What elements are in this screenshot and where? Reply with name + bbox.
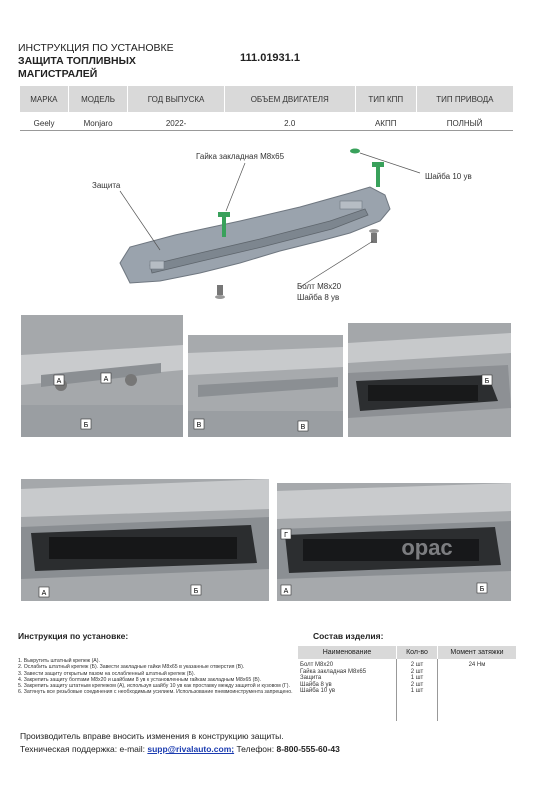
spec-header-drive: ТИП ПРИВОДА [416,86,513,112]
title-line-2: ЗАЩИТА ТОПЛИВНЫХ [18,55,136,67]
label-guard: Защита [92,181,121,190]
marker-g-1: Г [280,528,292,540]
part-name: Защита [300,675,322,682]
marker-a-3: A [38,586,50,598]
parts-body-row: Болт M8x20 Гайка закладная M8x65 Защита … [298,659,516,721]
parts-header-torque: Момент затяжки [437,646,516,659]
exploded-diagram [119,148,421,299]
article-number: 111.01931.1 [240,52,300,64]
parts-qty-cell: 2 шт 2 шт 1 шт 2 шт 1 шт [396,659,438,721]
part-qty: 1 шт [410,688,424,695]
part-name: Шайба 10 ув [300,688,336,695]
phone-label: Телефон: [236,744,275,754]
label-washer10: Шайба 10 ув [425,172,472,181]
marker-b-4: Б [476,582,488,594]
svg-text:A: A [284,588,289,595]
instruction-step: 1. Выкрутить штатный крепеж (А). [18,658,100,664]
marker-b-3: Б [190,584,202,596]
label-bolt: Болт M8x20 [297,282,342,291]
spec-header-engine: ОБЪЕМ ДВИГАТЕЛЯ [224,86,356,112]
instructions-list: 1. Выкрутить штатный крепеж (А). 2. Осла… [18,658,298,696]
spec-value-make: Geely [33,118,55,128]
part-name: Шайба 8 ув [300,681,332,688]
spec-value-row: Geely Monjaro 2022- 2.0 АКПП ПОЛНЫЙ [20,112,513,134]
spec-divider [20,130,513,131]
spec-header-model: МОДЕЛЬ [68,86,129,112]
instruction-step: 2. Ослабить штатный крепеж (Б). Завести … [18,664,245,671]
parts-names-cell: Болт M8x20 Гайка закладная M8x65 Защита … [298,659,397,721]
spec-header-make: МАРКА [20,86,69,112]
parts-table: Наименование Кол-во Момент затяжки Болт … [298,646,516,721]
watermark-text: opac [401,535,452,560]
part-name: Болт M8x20 [300,662,334,668]
marker-b-2: Б [481,374,493,386]
part-qty: 2 шт [410,668,424,675]
vehicle-spec-table: МАРКА МОДЕЛЬ ГОД ВЫПУСКА ОБЪЕМ ДВИГАТЕЛЯ… [20,86,513,134]
instruction-step: 5. Закрепить защиту штатным крепежом (А)… [18,683,290,690]
spec-header-row: МАРКА МОДЕЛЬ ГОД ВЫПУСКА ОБЪЕМ ДВИГАТЕЛЯ… [20,86,513,112]
part-name: Гайка закладная M8x65 [300,668,367,675]
marker-v-2: В [297,420,309,432]
parts-header-row: Наименование Кол-во Момент затяжки [298,646,516,659]
spec-header-gearbox: ТИП КПП [355,86,417,112]
spec-value-year: 2022- [165,118,187,128]
spec-header-year: ГОД ВЫПУСКА [127,86,225,112]
svg-text:Б: Б [194,588,199,595]
support-prefix: Техническая поддержка: e-mail: [20,744,146,754]
callout-lines [119,152,421,288]
parts-heading: Состав изделия: [313,631,384,641]
svg-text:Б: Б [84,422,89,429]
spec-value-gearbox: АКПП [374,118,397,128]
marker-a-1: A [53,374,65,386]
step-photo-2: В В [188,335,343,437]
marker-v-1: В [193,418,205,430]
title-line-3: МАГИСТРАЛЕЙ [18,68,98,80]
svg-text:A: A [57,378,62,385]
parts-torque-cell: 24 Нм [438,659,517,721]
footer-note: Производитель вправе вносить изменения в… [20,731,284,741]
svg-text:В: В [301,424,306,431]
instruction-step: 3. Завести защиту открытым пазом на осла… [18,670,196,677]
support-email-link[interactable]: supp@rivalauto.com; [147,744,235,754]
part-qty: 1 шт [410,675,424,682]
step-photo-4: A Б [21,479,269,601]
marker-a-2: A [100,372,112,384]
parts-header-qty: Кол-во [396,646,438,659]
spec-value-model: Monjaro [83,118,113,128]
part-torque: 24 Нм [468,662,486,668]
svg-text:Б: Б [485,378,490,385]
marker-a-4: A [280,584,292,596]
svg-text:В: В [197,422,202,429]
footer-support: Техническая поддержка: e-mail: supp@riva… [20,743,340,756]
step-photo-5: opac Г A Б [277,483,511,601]
instruction-step: 4. Закрепить защиту болтами M8x20 и шайб… [18,676,262,683]
step-photo-1: A A Б [21,315,183,437]
guard-plate-drawing [119,186,391,284]
spec-value-engine: 2.0 [284,118,296,128]
parts-header-name: Наименование [298,646,397,659]
document-title: ИНСТРУКЦИЯ ПО УСТАНОВКЕ ЗАЩИТА ТОПЛИВНЫХ… [18,42,218,81]
label-nut: Гайка закладная M8x65 [196,152,285,161]
instruction-step: 6. Затянуть все резьбовые соединения с н… [18,689,293,696]
title-line-1: ИНСТРУКЦИЯ ПО УСТАНОВКЕ [18,42,174,54]
part-qty: 2 шт [410,681,424,688]
svg-text:A: A [42,590,47,597]
spec-value-drive: ПОЛНЫЙ [446,118,483,128]
svg-text:Г: Г [284,532,288,539]
svg-text:A: A [104,376,109,383]
label-washer8: Шайба 8 ув [297,293,340,302]
marker-b-1: Б [80,418,92,430]
part-qty: 2 шт [410,662,424,668]
instructions-heading: Инструкция по установке: [18,631,129,641]
support-phone: 8-800-555-60-43 [276,744,340,754]
footer: Производитель вправе вносить изменения в… [20,730,340,756]
svg-text:Б: Б [480,586,485,593]
fastener-drawings [215,148,384,299]
step-photo-3: Б [348,323,511,437]
